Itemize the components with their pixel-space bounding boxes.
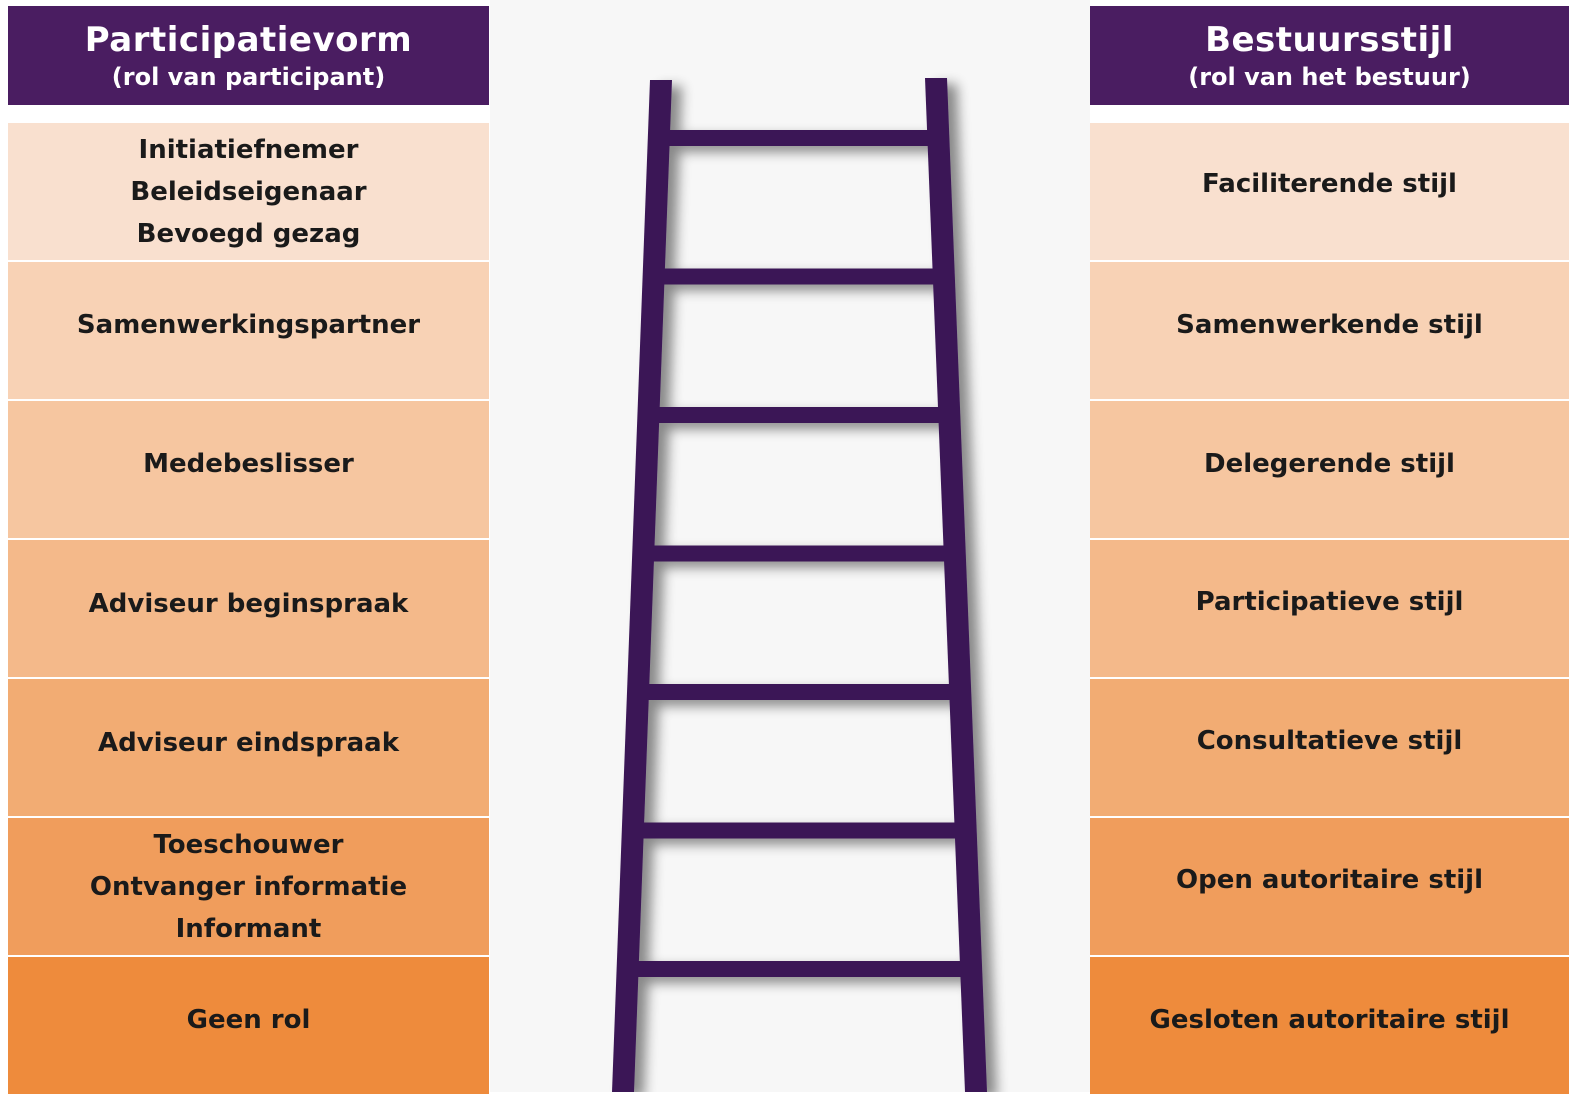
ladder-rung-5 — [646, 684, 952, 700]
ladder-rung-2 — [662, 268, 936, 285]
ladder-rung-7 — [636, 961, 963, 977]
participation-row-6: Toeschouwer Ontvanger informatie Informa… — [8, 818, 489, 955]
governance-row-7: Gesloten autoritaire stijl — [1090, 957, 1569, 1094]
participation-header: Participatievorm (rol van participant) — [8, 6, 489, 105]
participation-row-1-line-2: Beleidseigenaar — [130, 176, 367, 207]
participation-column: Participatievorm (rol van participant) I… — [8, 6, 489, 1096]
governance-row-2: Samenwerkende stijl — [1090, 262, 1569, 399]
governance-row-5: Consultatieve stijl — [1090, 679, 1569, 816]
governance-row-3: Delegerende stijl — [1090, 401, 1569, 538]
governance-header-subtitle: (rol van het bestuur) — [1188, 62, 1471, 91]
ladder-left-rail — [612, 80, 672, 1092]
participation-row-5: Adviseur eindspraak — [8, 679, 489, 816]
participation-row-1: Initiatiefnemer Beleidseigenaar Bevoegd … — [8, 123, 489, 260]
governance-row-1: Faciliterende stijl — [1090, 123, 1569, 260]
ladder-right-rail — [925, 78, 987, 1092]
participation-row-4: Adviseur beginspraak — [8, 540, 489, 677]
governance-row-2-label: Samenwerkende stijl — [1176, 309, 1483, 340]
governance-header-title: Bestuursstijl — [1205, 19, 1454, 60]
participation-row-7-line-1: Geen rol — [186, 1004, 311, 1035]
governance-row-7-label: Gesloten autoritaire stijl — [1149, 1004, 1510, 1035]
governance-row-4: Participatieve stijl — [1090, 540, 1569, 677]
participation-row-4-line-1: Adviseur beginspraak — [88, 588, 409, 619]
participation-row-2: Samenwerkingspartner — [8, 262, 489, 399]
ladder-rung-1 — [667, 130, 930, 146]
participation-row-6-line-3: Informant — [175, 913, 322, 944]
participation-header-title: Participatievorm — [84, 19, 413, 60]
governance-row-5-label: Consultatieve stijl — [1196, 725, 1463, 756]
participation-header-subtitle: (rol van participant) — [111, 62, 386, 91]
participation-row-3: Medebeslisser — [8, 401, 489, 538]
participation-row-6-line-1: Toeschouwer — [153, 829, 344, 860]
participation-row-2-line-1: Samenwerkingspartner — [76, 309, 421, 340]
ladder-icon — [612, 78, 987, 1092]
participation-row-1-line-3: Bevoegd gezag — [136, 218, 361, 249]
ladder-rung-6 — [641, 822, 957, 839]
governance-row-6-label: Open autoritaire stijl — [1175, 864, 1484, 895]
ladder-rung-3 — [657, 407, 941, 423]
governance-header: Bestuursstijl (rol van het bestuur) — [1090, 6, 1569, 105]
participation-row-3-line-1: Medebeslisser — [143, 448, 354, 479]
governance-row-4-label: Participatieve stijl — [1195, 586, 1464, 617]
participation-row-1-line-1: Initiatiefnemer — [138, 134, 359, 165]
participation-row-7: Geen rol — [8, 957, 489, 1094]
participation-row-6-line-2: Ontvanger informatie — [89, 871, 408, 902]
governance-row-3-label: Delegerende stijl — [1204, 448, 1455, 479]
governance-column: Bestuursstijl (rol van het bestuur) Faci… — [1090, 6, 1569, 1096]
ladder-rung-4 — [651, 545, 947, 562]
governance-row-1-label: Faciliterende stijl — [1202, 168, 1457, 199]
participation-row-5-line-1: Adviseur eindspraak — [97, 727, 400, 758]
governance-row-6: Open autoritaire stijl — [1090, 818, 1569, 955]
